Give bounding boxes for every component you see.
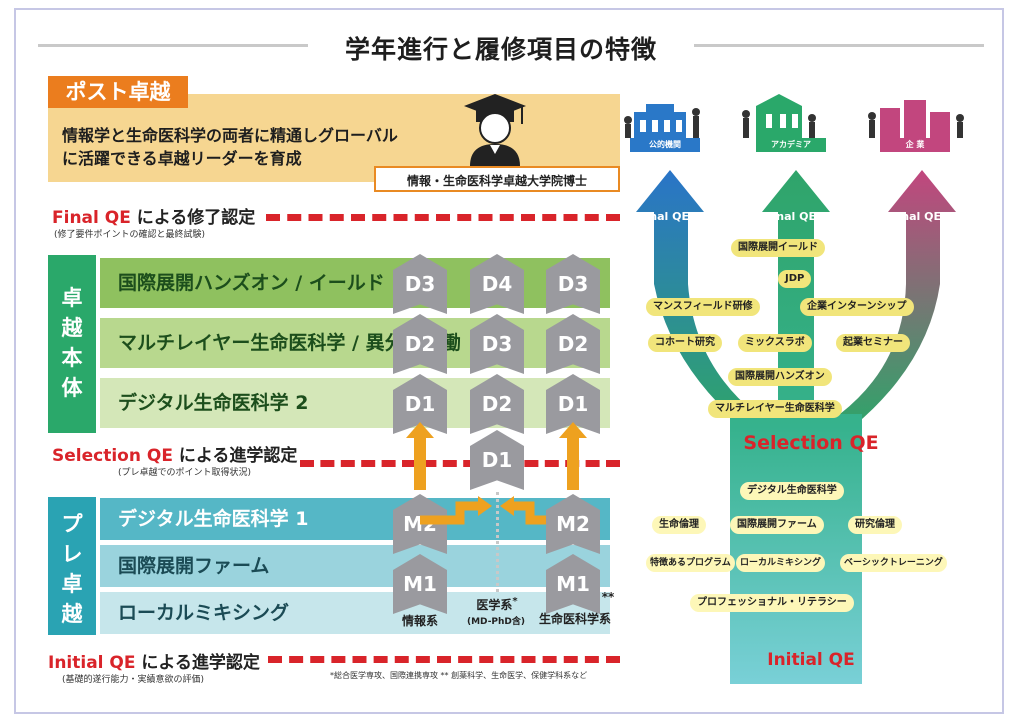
sector-icons: [624, 94, 964, 138]
pre-side-label: プレ卓越: [48, 497, 96, 635]
selection-qe-jp: による進学認定: [178, 446, 298, 466]
pre-side-text: プレ卓越: [61, 512, 83, 626]
title-rule-right: [694, 44, 984, 47]
col2-sublabel: (MD-PhD含): [466, 617, 526, 627]
col2-label: 医学系*: [466, 596, 528, 613]
col3-chevron-m1: M1: [546, 554, 600, 614]
col1-up-arrow: [406, 422, 434, 490]
pill-mansfield: マンスフィールド研修: [646, 298, 760, 316]
col2-dotted-line: [496, 492, 499, 592]
col2-mark: *: [512, 596, 518, 607]
graduate-icon: [464, 94, 526, 166]
final-qe-jp: による修了認定: [136, 208, 256, 228]
pill-seimei-rinri: 生命倫理: [652, 516, 706, 534]
title-rule-left: [38, 44, 308, 47]
main-side-label: 卓越本体: [48, 255, 96, 433]
main-row-1: 国際展開ハンズオン / イールド: [100, 258, 610, 308]
pill-mixlab: ミックスラボ: [738, 334, 812, 352]
selection-qe-dash: [300, 460, 620, 467]
page-title: 学年進行と履修項目の特徴: [344, 35, 657, 64]
initial-qe-label: Initial QE による進学認定: [48, 648, 260, 673]
post-tab: ポスト卓越: [48, 76, 188, 108]
initial-qe-jp: による進学認定: [141, 653, 260, 673]
main-row-3: デジタル生命医科学 2: [100, 378, 610, 428]
pre-row-2: 国際展開ファーム: [100, 545, 610, 587]
sector-company: 企 業: [880, 138, 950, 152]
col3-label: 生命医科学系: [538, 612, 611, 626]
main-side-text: 卓越本体: [61, 286, 83, 400]
col3-mark: **: [601, 590, 615, 604]
col1-label: 情報系: [401, 614, 438, 628]
pill-kigyo-seminar: 起業セミナー: [836, 334, 910, 352]
main-row-2: マルチレイヤー生命医科学 / 異分野協働: [100, 318, 610, 368]
tree-final-qe-right: Final QE: [890, 210, 942, 223]
col3-up-arrow: [559, 422, 587, 490]
footnote: *総合医学専攻、国際連携専攻 ** 創薬科学、生命医学、保健学科系など: [330, 671, 588, 680]
selection-qe-en: Selection QE: [52, 446, 173, 466]
pill-farm: 国際展開ファーム: [730, 516, 824, 534]
selection-qe-label: Selection QE による進学認定: [52, 441, 297, 466]
tree-selection-qe: Selection QE: [743, 432, 879, 454]
sector-academia: アカデミア: [756, 138, 826, 152]
pill-program: 特徴あるプログラム: [646, 554, 735, 572]
final-qe-dash: [266, 214, 620, 221]
pill-multilayer: マルチレイヤー生命医科学: [708, 400, 842, 418]
final-qe-label: Final QE による修了認定: [52, 203, 255, 228]
pill-cohort: コホート研究: [648, 334, 722, 352]
pill-jdp: JDP: [778, 270, 812, 288]
pill-handson: 国際展開ハンズオン: [728, 368, 832, 386]
post-desc-line1: 情報学と生命医科学の両者に精通しグローバル: [62, 126, 398, 145]
pill-digital: デジタル生命医科学: [740, 482, 844, 500]
pill-kenkyu-rinri: 研究倫理: [848, 516, 902, 534]
pill-kokusai-yield: 国際展開イールド: [731, 239, 825, 257]
degree-banner: 情報・生命医科学卓越大学院博士: [374, 166, 620, 192]
pre-row-3: ローカルミキシング: [100, 592, 610, 634]
initial-qe-en: Initial QE: [48, 653, 136, 673]
initial-qe-dash: [268, 656, 620, 663]
tree-final-qe-left: Final QE: [638, 210, 690, 223]
final-qe-sub: (修了要件ポイントの確認と最終試験): [54, 230, 206, 240]
pill-basic-training: ベーシックトレーニング: [840, 554, 947, 572]
col2-label-text: 医学系: [476, 598, 513, 612]
pill-professional: プロフェッショナル・リテラシー: [690, 594, 854, 612]
tree-initial-qe: Initial QE: [767, 650, 855, 670]
pill-local-mixing: ローカルミキシング: [736, 554, 826, 572]
pre-row-1: デジタル生命医科学 1: [100, 498, 610, 540]
tree-final-qe-center: Final QE: [765, 210, 817, 223]
selection-qe-sub: (プレ卓越でのポイント取得状況): [118, 468, 252, 478]
post-desc-line2: に活躍できる卓越リーダーを育成: [62, 149, 302, 168]
post-description: 情報学と生命医科学の両者に精通しグローバル に活躍できる卓越リーダーを育成: [62, 124, 398, 170]
initial-qe-sub: (基礎的遂行能力・実績意欲の評価): [62, 675, 205, 685]
pill-internship: 企業インターンシップ: [800, 298, 914, 316]
sector-public: 公的機関: [630, 138, 700, 152]
final-qe-en: Final QE: [52, 208, 131, 228]
